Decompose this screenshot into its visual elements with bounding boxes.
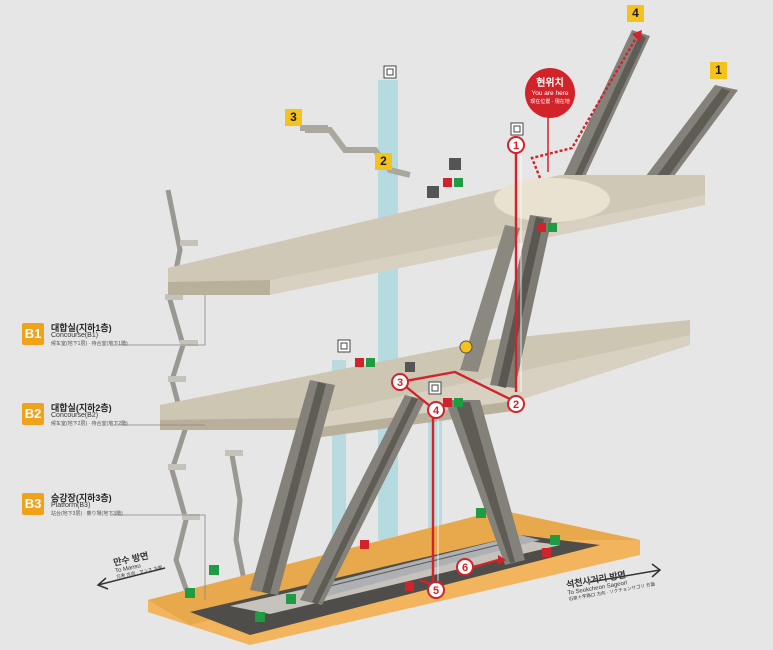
emergency-exit-icon [366,358,375,367]
you-are-here-ko: 현위치 [536,78,564,89]
floor-badge: B2 [22,403,44,425]
disabled-toilet-icon [427,186,439,198]
you-are-here-cjk: 现在位置 · 現在地 [530,99,570,105]
fire-extinguisher-icon [405,582,414,591]
floor-badge: B1 [22,323,44,345]
elevator-icon [510,122,524,136]
ticket-machine-icon [405,362,415,372]
emergency-exit-icon [255,612,265,622]
elevator-icon [428,381,442,395]
route-step-markers [391,136,525,599]
floor-name-ko: 대합실(지하1층) [51,323,112,333]
fire-extinguisher-icon [542,548,551,557]
floor-name-sub: 站台(地下3层) · 乗り場(地下3階) [51,511,123,517]
emergency-phone-icon [550,535,560,545]
you-are-here-marker: 현위치 You are here 现在位置 · 現在地 [525,68,575,118]
emergency-phone-icon [286,594,296,604]
toilet-icon [449,158,461,170]
floor-name-en: Concourse(B1) [51,332,99,339]
information-icon [459,340,473,354]
emergency-phone-icon [209,565,219,575]
arrow-left-icon [96,567,166,590]
fire-extinguisher-icon [443,178,452,187]
fire-extinguisher-icon [355,358,364,367]
you-are-here-en: You are here [531,90,569,97]
floor-name-en: Concourse(B2) [51,412,99,419]
exit-2-label: 2 [375,153,392,170]
route-step-1: 1 [513,140,519,152]
route-step-6: 6 [462,562,468,574]
exit-3-label: 3 [285,109,302,126]
route-step-5: 5 [433,585,439,597]
emergency-exit-icon [548,223,557,232]
fire-extinguisher-icon [443,398,452,407]
elevator-icon [383,65,397,79]
route-step-4: 4 [433,405,440,417]
emergency-exit-icon [454,178,463,187]
floor-leader-lines [110,295,206,600]
floor-name-en: Platform(B3) [51,502,91,509]
train [300,535,540,598]
emergency-phone-icon [476,508,486,518]
emergency-exit-icon [185,588,195,598]
exit-1-label: 1 [710,62,727,79]
fire-extinguisher-icon [537,223,546,232]
route-to-exit-4 [530,37,638,179]
floor-name-sub: 候车室(地下2层) · 待合室(地下2階) [51,421,128,427]
route-step-2: 2 [513,399,519,411]
emergency-exit-icon [454,398,463,407]
fire-extinguisher-icon [360,540,369,549]
elevator-icon [337,339,351,353]
floor-name-sub: 候车室(地下1层) · 待合室(地下1階) [51,341,128,347]
floor-name-ko: 승강장(지하3층) [51,493,112,503]
route-step-3: 3 [397,377,403,389]
floor-name-ko: 대합실(지하2층) [51,403,112,413]
arrow-right-icon [589,563,662,583]
floor-badge: B3 [22,493,44,515]
exit-4-label: 4 [627,5,644,22]
route-path [397,152,522,587]
